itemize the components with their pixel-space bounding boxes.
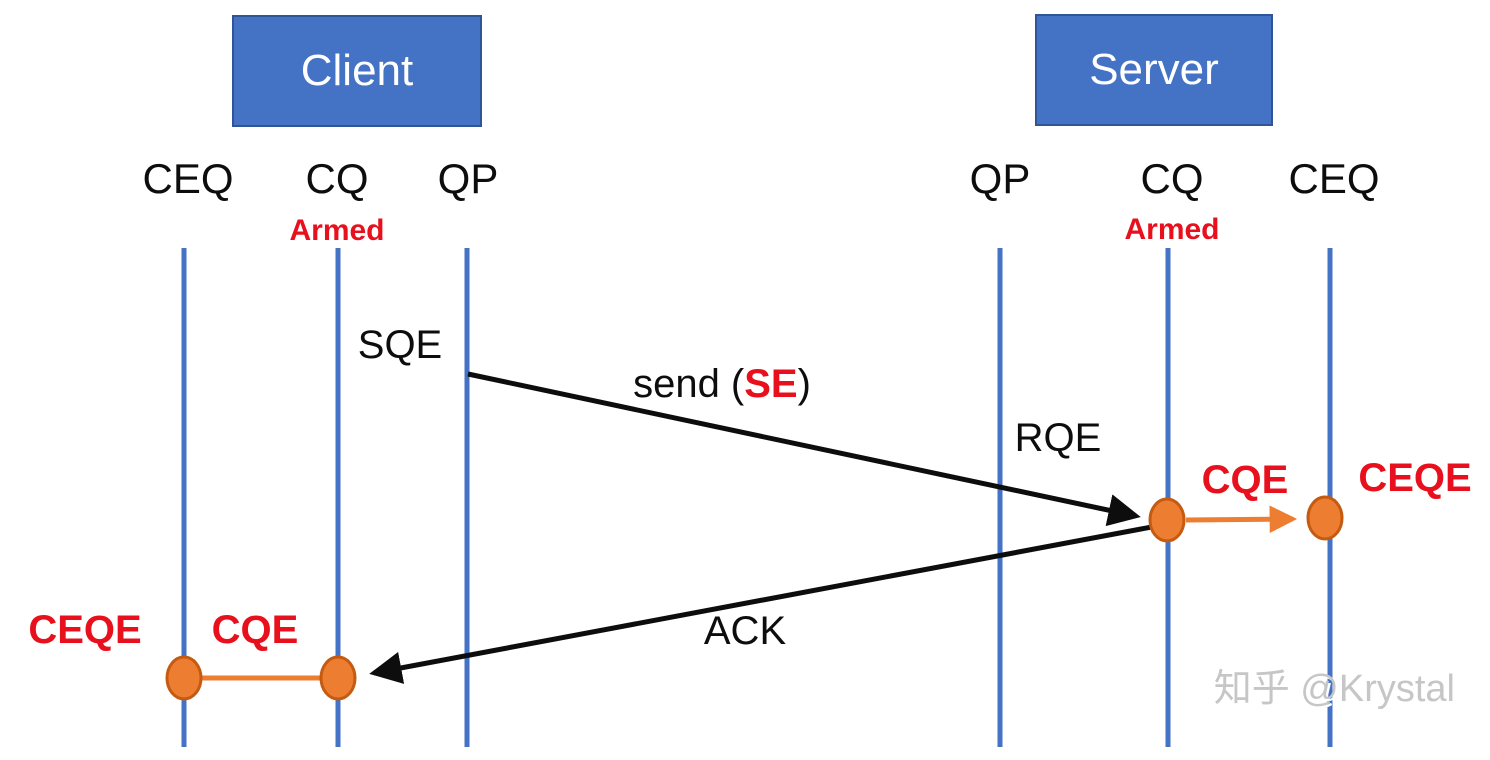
zhihu-watermark: 知乎 @Krystal [1213,668,1455,710]
client-ceqe-dot [165,655,203,701]
send-label-prefix: send ( [633,362,745,406]
client-cqe-dot [319,655,357,701]
client-cq-armed-status: Armed [289,214,385,247]
server-lane-label-qp: QP [969,155,1031,202]
server-cq-armed-status: Armed [1124,213,1220,246]
client-box: Client [232,15,482,127]
server-ceqe-label: CEQE [1358,456,1472,500]
server-cqe-label: CQE [1201,458,1289,502]
client-title: Client [300,46,414,95]
send-se-flag: SE [744,362,798,406]
client-ceqe-label: CEQE [28,608,142,652]
server-rqe-label: RQE [1014,416,1102,460]
server-lane-label-ceq: CEQ [1288,155,1380,202]
client-lane-label-cq: CQ [305,155,369,202]
server-cqe-ceqe-arrow [1185,505,1298,533]
send-label-suffix: ) [797,362,811,406]
client-lane-label-qp: QP [437,155,499,202]
send-arrow [467,371,1141,527]
server-cqe-dot [1148,497,1186,543]
client-lane-label-ceq: CEQ [142,155,234,202]
server-box: Server [1035,14,1273,126]
server-lane-label-cq: CQ [1140,155,1204,202]
ack-message-label: ACK [703,609,787,653]
client-cqe-label: CQE [211,608,299,652]
server-ceqe-dot [1306,495,1344,541]
server-title: Server [1089,45,1219,94]
ack-arrow [369,523,1158,684]
send-message-label: send (SE) [633,364,811,404]
client-sqe-label: SQE [357,323,443,367]
